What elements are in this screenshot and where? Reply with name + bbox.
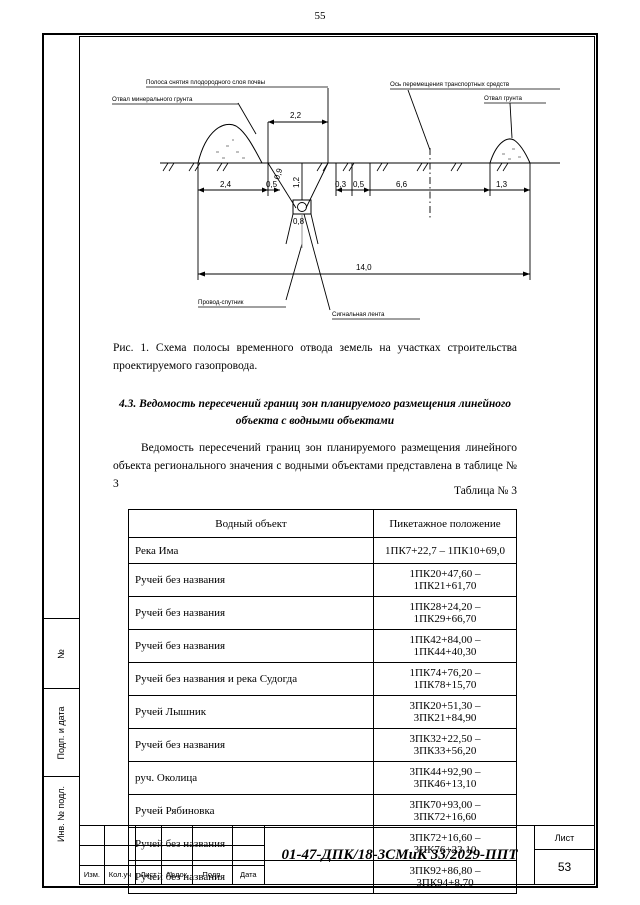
cell-picket-position: 3ПК92+86,80 – 3ПК94+8,70 [373,860,517,894]
stamp-label-list: Лист [136,865,162,884]
cell-water-object: Ручей без названия [128,827,374,861]
cell-water-object: Ручей Рябиновка [128,794,374,828]
side-margin-number-label: № [55,648,66,659]
revision-stamp-grid: Изм. Кол.уч Лист №док Подп. Дата [80,826,265,884]
cell-picket-position: 3ПК44+92,90 – 3ПК46+13,10 [373,761,517,795]
stamp-cell-2-1 [80,846,105,865]
stamp-cell-2-6 [233,846,264,864]
side-margin-inventory-label: Инв. № подл. [55,785,66,843]
stamp-cell-1-2 [105,826,137,846]
stamp-cell-1-6 [233,826,264,845]
cell-picket-position: 3ПК20+51,30 – 3ПК21+84,90 [373,695,517,729]
figure-dim-0-5-right: 0,5 [353,180,365,189]
side-margin-column: № Подп. и дата Инв. № подл. [42,618,79,850]
sheet-number-box: Лист 53 [535,826,594,884]
side-margin-signature-label: Подп. и дата [55,705,66,760]
stamp-row-empty-1 [80,826,264,846]
document-code: 01-47-ДПК/18-3СМиК 33/2029-ППТ [265,826,535,884]
cell-water-object: руч. Околица [128,761,374,795]
figure-dim-14-0: 14,0 [356,263,372,272]
figure-label-satellite-wire: Провод-спутник [198,299,244,306]
stamp-label-izm: Изм. [80,865,105,884]
figure-dim-1-3: 1,3 [496,180,508,189]
stamp-cell-2-5 [193,846,233,865]
stamp-cell-1-4 [162,826,194,846]
cell-water-object: Ручей без названия [128,596,374,630]
figure-dim-0-9: 0,9 [272,167,284,181]
cell-water-object: Ручей Лышник [128,695,374,729]
figure-label-soil-dump: Отвал грунта [484,95,523,102]
stamp-cell-1-5 [193,826,233,846]
cell-picket-position: 1ПК20+47,60 – 1ПК21+61,70 [373,563,517,597]
water-objects-table: Водный объект Пикетажное положение Река … [128,509,517,894]
figure-caption: Рис. 1. Схема полосы временного отвода з… [113,342,517,372]
side-margin-cell-signature: Подп. и дата [42,689,79,777]
column-header-picket-position: Пикетажное положение [373,509,517,538]
title-block: Изм. Кол.уч Лист №док Подп. Дата 01-47-Д… [79,825,595,885]
cell-water-object: Ручей без названия и река Судогда [128,662,374,696]
cell-water-object: Ручей без названия [128,728,374,762]
sheet-value: 53 [557,860,572,875]
figure-label-soil-strip: Полоса снятия плодородного слоя почвы [146,79,266,86]
figure-dim-2-2: 2,2 [290,111,302,120]
figure-dim-0-8: 0,8 [293,217,305,226]
page-number: 55 [314,10,326,22]
cell-picket-position: 3ПК70+93,00 – 3ПК72+16,60 [373,794,517,828]
side-margin-cell-number: № [42,619,79,689]
cell-water-object: Ручей без названия [128,629,374,663]
stamp-cell-2-2 [105,846,137,865]
cell-picket-position: 1ПК7+22,7 – 1ПК10+69,0 [373,537,517,564]
stamp-cell-2-3 [136,846,162,865]
cell-water-object: Река Има [128,537,374,564]
figure-dim-0-3: 0,3 [335,180,347,189]
stamp-cell-1-3 [136,826,162,846]
stamp-row-labels: Изм. Кол.уч Лист №док Подп. Дата [80,864,264,884]
table-number-label: Таблица № 3 [453,485,517,497]
figure-dim-6-6: 6,6 [396,180,408,189]
stamp-label-ndok: №док [162,865,194,884]
figure-label-signal-tape: Сигнальная лента [332,311,385,318]
sheet-label: Лист [535,826,594,851]
stamp-label-podp: Подп. [193,865,233,884]
figure-label-transport-axis: Ось перемещения транспортных средств [390,81,510,88]
figure-temporary-land-allotment: Полоса снятия плодородного слоя почвы От… [90,48,590,323]
section-heading-4-3: 4.3. Ведомость пересечений границ зон пл… [119,398,511,428]
table-header-row: Водный объект Пикетажное положение [128,509,517,538]
cell-picket-position: 3ПК72+16,60 – 3ПК76+23,10 [373,827,517,861]
stamp-label-koluch: Кол.уч [105,865,137,884]
side-margin-cell-inventory: Инв. № подл. [42,777,79,851]
cell-picket-position: 1ПК42+84,00 – 1ПК44+40,30 [373,629,517,663]
column-header-water-object: Водный объект [128,509,374,538]
cell-picket-position: 3ПК32+22,50 – 3ПК33+56,20 [373,728,517,762]
figure-label-mineral-dump: Отвал минерального грунта [112,96,193,103]
stamp-row-empty-2 [80,845,264,865]
section-paragraph: Ведомость пересечений границ зон планиру… [113,442,517,490]
cell-water-object: Ручей без названия [128,563,374,597]
figure-dim-0-5-left: 0,5 [266,180,278,189]
stamp-cell-2-4 [162,846,194,865]
cell-picket-position: 1ПК74+76,20 – 1ПК78+15,70 [373,662,517,696]
cell-picket-position: 1ПК28+24,20 – 1ПК29+66,70 [373,596,517,630]
figure-dim-2-4: 2,4 [220,180,232,189]
stamp-cell-1-1 [80,826,105,846]
stamp-label-data: Дата [239,870,257,880]
figure-dim-1-2: 1,2 [292,176,301,188]
